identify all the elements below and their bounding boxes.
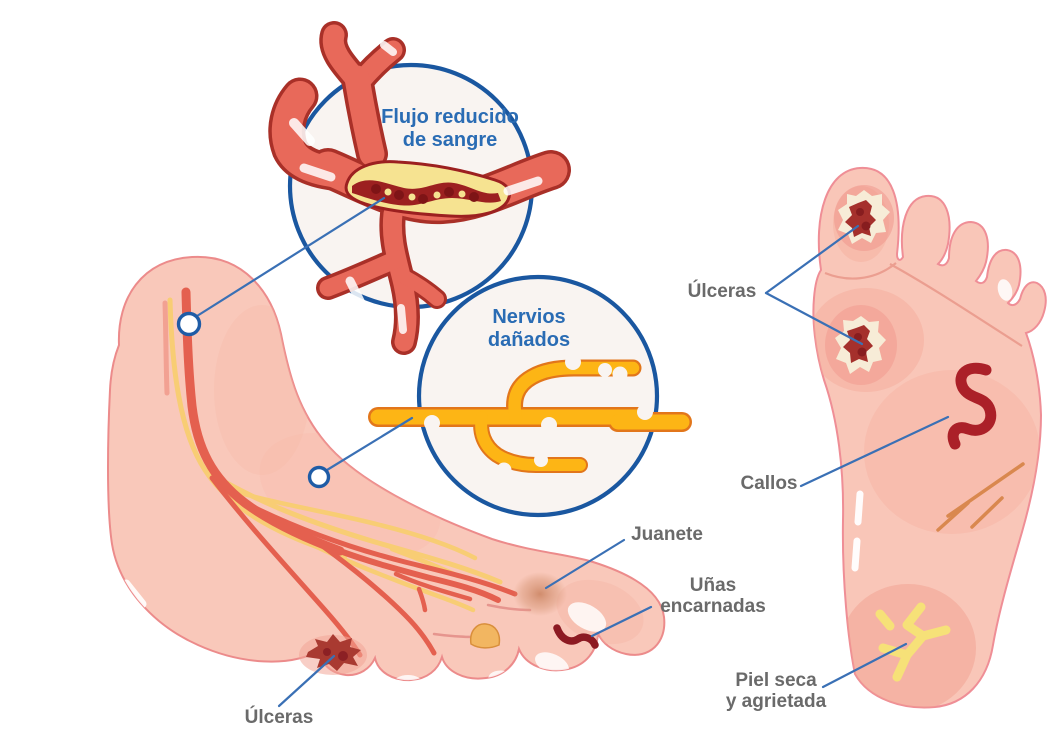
calluses-label: Callos xyxy=(740,473,798,494)
leader-ingrown-nails xyxy=(590,605,653,638)
leader-ulcers-left xyxy=(277,654,336,708)
damaged-nerve-icon xyxy=(368,354,692,478)
point-markers xyxy=(176,311,331,489)
dry-cracked-skin-label: Piel seca y agrietada xyxy=(725,670,827,712)
sole-ulcer-lesion xyxy=(835,316,886,374)
ulcers-left-label: Úlceras xyxy=(244,707,314,728)
ulcers-right-label: Úlceras xyxy=(687,281,757,302)
left-foot-ulcer-lesion xyxy=(299,634,367,675)
foot-blood-vessels xyxy=(162,287,518,658)
leader-calluses xyxy=(799,415,950,488)
leader-dry-skin xyxy=(821,642,908,689)
toe-callus-bump xyxy=(469,623,501,649)
leader-nerves xyxy=(325,416,414,472)
right-foot-illustration xyxy=(812,166,1047,709)
leader-lines xyxy=(195,196,950,708)
nerve-damage-gaps xyxy=(424,354,653,478)
blood-flow-inset-title: Flujo reducido de sangre xyxy=(381,106,519,151)
scratch-marks xyxy=(936,462,1025,532)
callus-lesion xyxy=(947,362,997,450)
plaque-narrowed-vessel xyxy=(344,160,511,218)
ingrown-nails-label: Uñas encarnadas xyxy=(660,575,766,617)
artery-icon xyxy=(268,21,571,355)
blood-clot-dots xyxy=(371,184,479,204)
bunion-label: Juanete xyxy=(631,524,703,545)
leader-ulcers-right-bottom xyxy=(764,291,864,346)
blood-flow-point-marker xyxy=(176,311,202,337)
leader-blood-flow xyxy=(195,196,386,318)
damaged-nerves-inset-circle xyxy=(416,274,660,518)
dry-cracked-skin-lesion xyxy=(875,602,951,682)
leader-ulcers-right-top xyxy=(764,224,860,295)
damaged-nerves-inset-title: Nervios dañados xyxy=(487,306,571,351)
leader-bunion xyxy=(544,538,626,590)
bunion-lesion xyxy=(513,572,567,616)
nerves-point-marker xyxy=(307,465,331,489)
ingrown-toenail-lesion xyxy=(553,624,599,649)
